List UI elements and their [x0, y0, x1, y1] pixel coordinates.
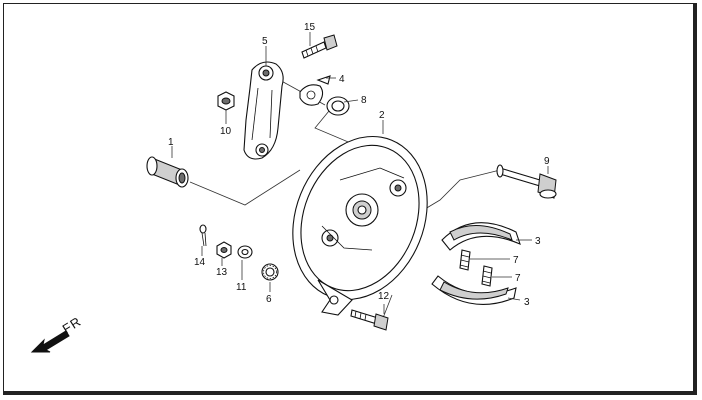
part-1-collar	[146, 156, 189, 188]
callout-13: 13	[216, 267, 228, 278]
callout-6: 6	[266, 294, 272, 305]
callout-4: 4	[339, 74, 345, 85]
callout-2: 2	[379, 110, 385, 121]
callout-7-spring-a: 7	[513, 255, 519, 266]
part-5-brake-arm	[243, 61, 284, 160]
part-2-brake-panel	[292, 135, 428, 316]
part-3-brake-shoe-lower	[431, 275, 517, 305]
callout-12: 12	[378, 291, 390, 302]
part-9-brake-cam	[496, 164, 557, 199]
part-3-brake-shoe-upper	[441, 222, 521, 251]
callout-numbers: 1 2 3 3 4 5 6 7 7 8 9 10 11 12 13 14 15	[168, 22, 550, 308]
front-direction-indicator: FR	[30, 314, 84, 353]
callout-10: 10	[220, 126, 232, 137]
front-arrow-icon	[30, 330, 70, 353]
part-14-cotter-pin	[199, 224, 207, 247]
callout-15: 15	[304, 22, 316, 33]
callout-9: 9	[544, 156, 550, 167]
callout-14: 14	[194, 257, 206, 268]
callout-11: 11	[236, 282, 247, 293]
part-7-spring-a	[459, 249, 471, 271]
callout-7-spring-b: 7	[515, 273, 521, 284]
part-15-bolt	[301, 34, 338, 59]
part-13-nut	[216, 241, 232, 259]
callout-8: 8	[361, 95, 367, 106]
part-6-lock-washer	[261, 263, 279, 281]
part-12-bolt	[350, 309, 389, 331]
part-11-washer	[237, 245, 253, 259]
part-7-spring-b	[481, 265, 493, 287]
callout-3-upper-shoe: 3	[535, 236, 541, 247]
callout-5: 5	[262, 36, 268, 47]
callout-3-lower-shoe: 3	[524, 297, 530, 308]
part-4-wear-indicator	[299, 75, 331, 106]
callout-leaders	[171, 32, 549, 314]
callout-1: 1	[168, 137, 174, 148]
part-8-washer	[326, 96, 350, 116]
part-10-nut	[217, 91, 235, 111]
diagram-frame	[3, 3, 697, 395]
